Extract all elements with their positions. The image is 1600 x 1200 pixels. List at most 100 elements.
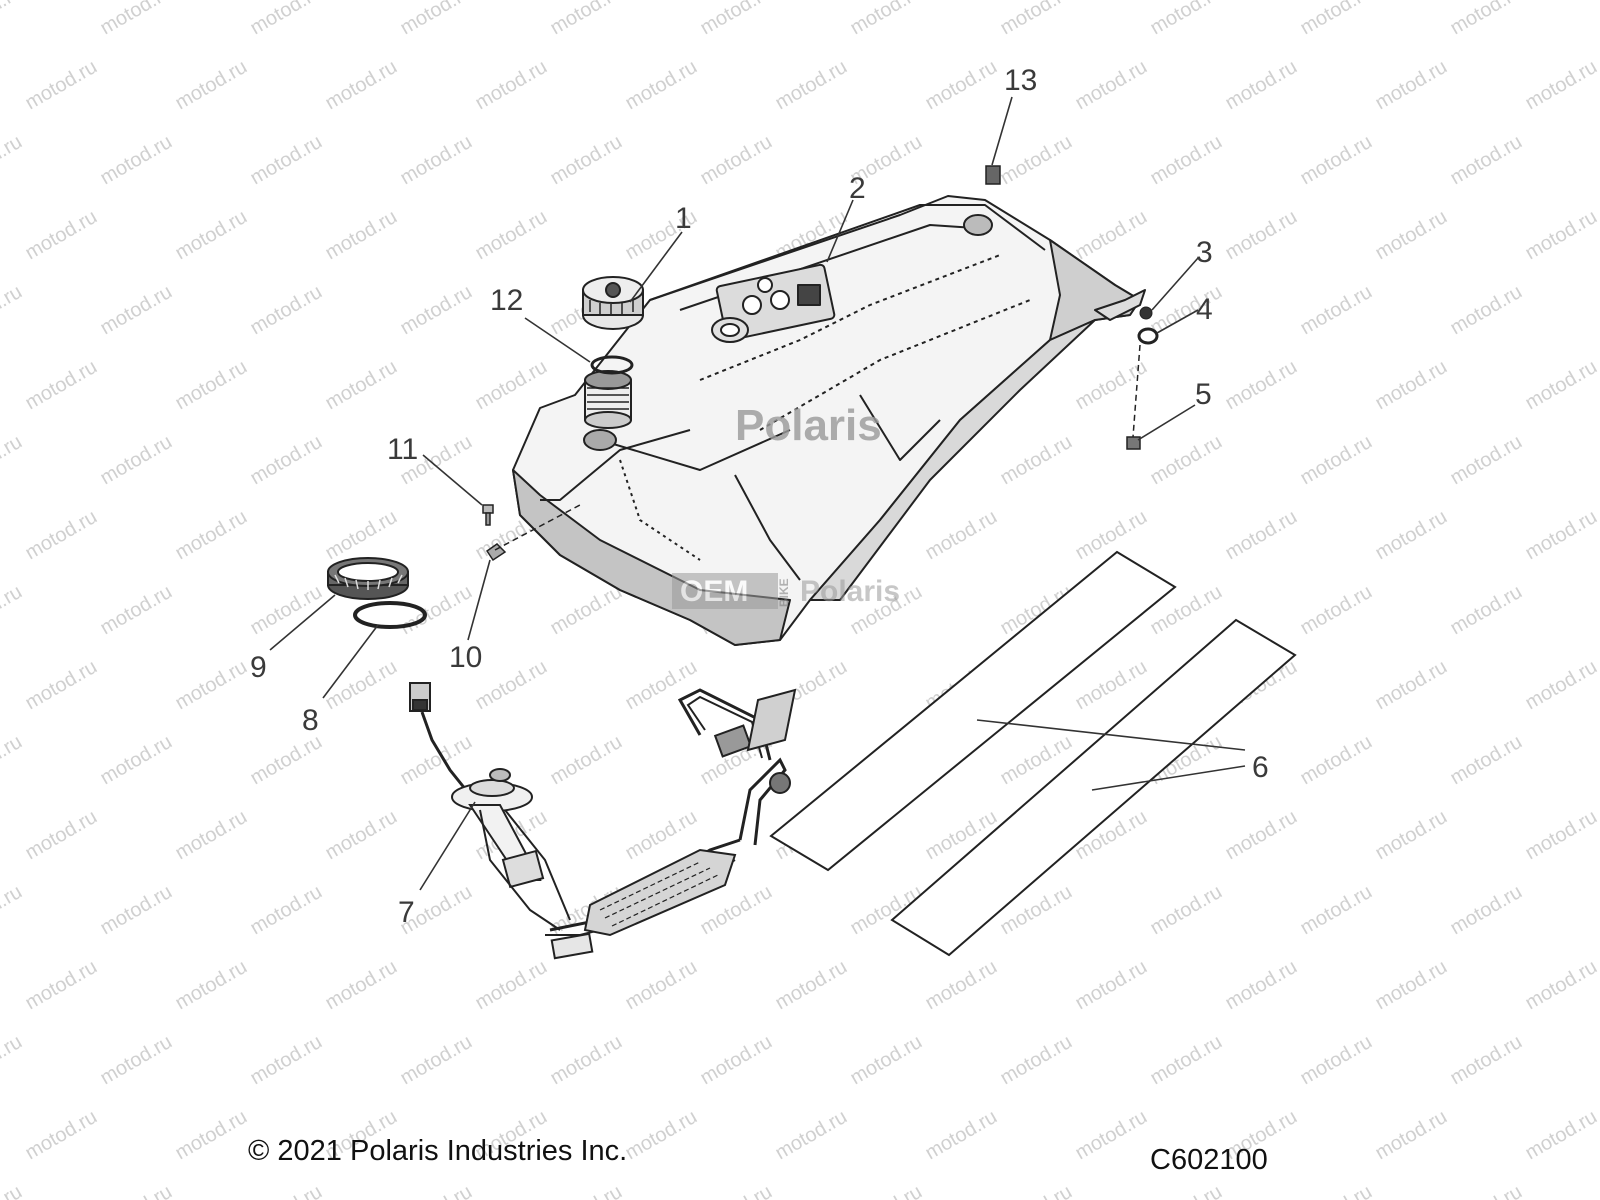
watermark-text: motod.ru <box>1447 581 1526 640</box>
watermark-text: motod.ru <box>1597 1181 1600 1200</box>
watermark-text: motod.ru <box>172 806 251 865</box>
copyright-notice: © 2021 Polaris Industries Inc. <box>248 1135 628 1167</box>
front-mount-plate[interactable] <box>1126 436 1141 450</box>
watermark-text: motod.ru <box>1072 1106 1151 1165</box>
fuel-cap[interactable] <box>582 276 644 330</box>
watermark-text: motod.ru <box>1447 881 1526 940</box>
watermark-text: motod.ru <box>97 881 176 940</box>
watermark-text: motod.ru <box>1372 206 1451 265</box>
callout-4: 4 <box>1196 293 1213 326</box>
watermark-text: motod.ru <box>247 1181 326 1200</box>
watermark-text: motod.ru <box>847 1031 926 1090</box>
watermark-text: motod.ru <box>22 806 101 865</box>
watermark-text: motod.ru <box>1222 206 1301 265</box>
watermark-text: motod.ru <box>0 131 26 190</box>
watermark-text: motod.ru <box>1222 56 1301 115</box>
watermark-text: motod.ru <box>97 131 176 190</box>
watermark-text: motod.ru <box>697 131 776 190</box>
watermark-text: motod.ru <box>1372 356 1451 415</box>
watermark-text: motod.ru <box>622 1106 701 1165</box>
watermark-text: motod.ru <box>0 581 26 640</box>
watermark-text: motod.ru <box>0 281 26 340</box>
watermark-text: motod.ru <box>697 1031 776 1090</box>
watermark-text: motod.ru <box>1372 806 1451 865</box>
watermark-text: motod.ru <box>0 431 26 490</box>
watermark-text: motod.ru <box>1297 131 1376 190</box>
watermark-text: motod.ru <box>397 1181 476 1200</box>
watermark-text: motod.ru <box>697 0 776 39</box>
watermark-text: motod.ru <box>22 956 101 1015</box>
rear-mount-plate[interactable] <box>985 165 1001 185</box>
watermark-text: motod.ru <box>397 0 476 39</box>
watermark-text: motod.ru <box>0 1031 26 1090</box>
watermark-text: motod.ru <box>1147 881 1226 940</box>
watermark-text: motod.ru <box>1147 0 1226 39</box>
watermark-text: motod.ru <box>1597 281 1600 340</box>
filler-gasket[interactable] <box>590 355 634 375</box>
watermark-text: motod.ru <box>172 206 251 265</box>
watermark-text: motod.ru <box>847 0 926 39</box>
watermark-text: motod.ru <box>322 506 401 565</box>
watermark-text: motod.ru <box>172 56 251 115</box>
heat-shield-lower[interactable] <box>890 618 1297 957</box>
watermark-text: motod.ru <box>0 0 26 39</box>
watermark-text: motod.ru <box>1072 356 1151 415</box>
watermark-text: motod.ru <box>322 806 401 865</box>
pump-seal[interactable] <box>353 601 427 629</box>
fuel-pump-assembly[interactable] <box>409 682 797 960</box>
leader-lines <box>269 96 1246 891</box>
watermark-text: motod.ru <box>1522 206 1600 265</box>
lock-ring[interactable] <box>327 557 409 600</box>
watermark-text: motod.ru <box>397 581 476 640</box>
watermark-text: motod.ru <box>1147 1031 1226 1090</box>
watermark-text: motod.ru <box>1597 581 1600 640</box>
washer[interactable] <box>1137 327 1159 345</box>
callout-8: 8 <box>302 704 319 737</box>
watermark-text: motod.ru <box>22 206 101 265</box>
watermark-text: motod.ru <box>1522 1106 1600 1165</box>
watermark-text: motod.ru <box>1522 656 1600 715</box>
callout-2: 2 <box>849 172 866 205</box>
watermark-text: motod.ru <box>1222 506 1301 565</box>
watermark-text: motod.ru <box>1297 881 1376 940</box>
watermark-text: motod.ru <box>97 1181 176 1200</box>
watermark-text: motod.ru <box>997 1181 1076 1200</box>
watermark-text: motod.ru <box>247 881 326 940</box>
watermark-text: motod.ru <box>1597 731 1600 790</box>
watermark-text: motod.ru <box>22 506 101 565</box>
watermark-text: motod.ru <box>0 731 26 790</box>
watermark-text: motod.ru <box>322 56 401 115</box>
bolt[interactable] <box>482 504 494 526</box>
watermark-text: motod.ru <box>97 431 176 490</box>
watermark-text: motod.ru <box>547 731 626 790</box>
watermark-text: motod.ru <box>1297 1181 1376 1200</box>
watermark-text: motod.ru <box>247 581 326 640</box>
fastener-axis-rear <box>494 504 581 551</box>
watermark-text: motod.ru <box>1447 431 1526 490</box>
watermark-text: motod.ru <box>247 0 326 39</box>
watermark-text: motod.ru <box>1147 431 1226 490</box>
watermark-text: motod.ru <box>1297 1031 1376 1090</box>
nut[interactable] <box>1139 306 1153 320</box>
watermark-text: motod.ru <box>472 206 551 265</box>
watermark-text: motod.ru <box>397 731 476 790</box>
watermark-text: motod.ru <box>1522 956 1600 1015</box>
watermark-text: motod.ru <box>1222 356 1301 415</box>
callout-12: 12 <box>490 284 523 317</box>
watermark-text: motod.ru <box>1372 1106 1451 1165</box>
fastener-axis-front <box>1132 344 1141 438</box>
watermark-text: motod.ru <box>0 881 26 940</box>
heat-shield-upper[interactable] <box>769 550 1177 872</box>
watermark-text: motod.ru <box>97 1031 176 1090</box>
watermark-text: motod.ru <box>1072 56 1151 115</box>
watermark-text: motod.ru <box>247 431 326 490</box>
watermark-text: motod.ru <box>1447 1031 1526 1090</box>
watermark-text: motod.ru <box>772 956 851 1015</box>
watermark-text: motod.ru <box>1372 656 1451 715</box>
clip-nut[interactable] <box>485 543 507 562</box>
watermark-text: motod.ru <box>22 56 101 115</box>
watermark-brand-left: OEM <box>680 575 748 608</box>
watermark-text: motod.ru <box>1522 806 1600 865</box>
watermark-text: motod.ru <box>922 1106 1001 1165</box>
